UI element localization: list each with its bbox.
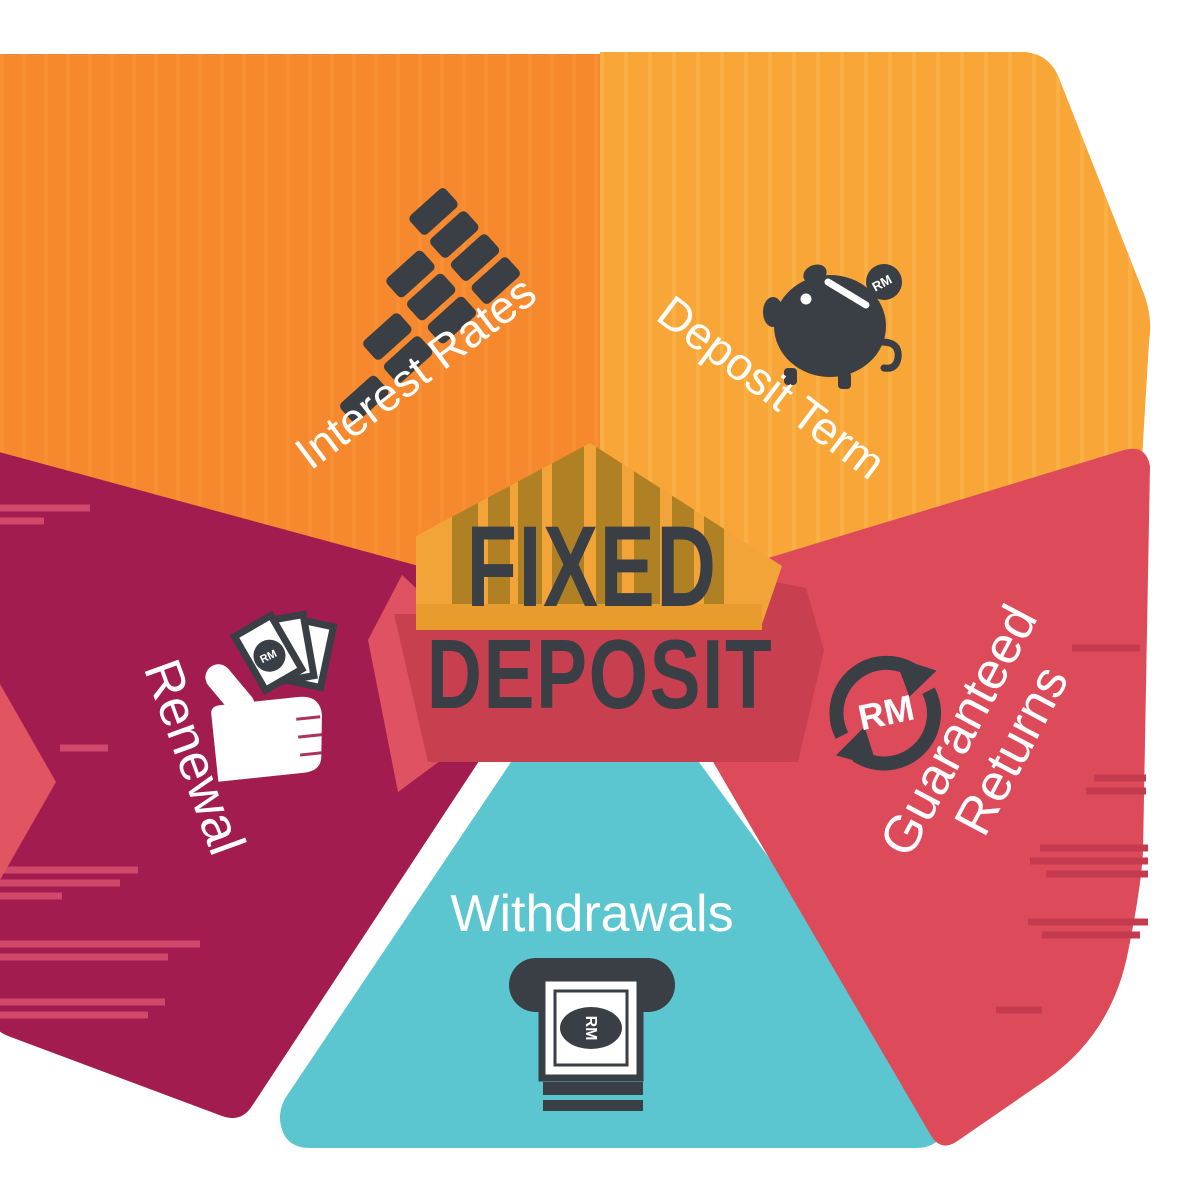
arrow-head-bottom (835, 726, 878, 768)
piggy-rm-badge: RM (866, 264, 902, 300)
bar-chart-icon (340, 188, 520, 423)
piggy-ear (803, 264, 827, 284)
left-edge-red-tip (0, 684, 56, 880)
house-graphic (416, 443, 782, 630)
label-withdrawals: Withdrawals (450, 885, 733, 943)
cash-dispenser-icon: RM (509, 958, 675, 1111)
arrow-head-top (894, 656, 937, 697)
banknote-rm-text: RM (582, 1016, 599, 1041)
red-petal-stripes (996, 644, 1148, 1014)
center-title: FIXED DEPOSIT (427, 503, 773, 729)
title-line-deposit: DEPOSIT (427, 619, 773, 729)
piggy-leg (784, 368, 797, 385)
piggy-coin-slot (824, 278, 870, 309)
palm (211, 696, 322, 782)
piggy-bank-icon: RM (763, 264, 902, 389)
banknote: RM (538, 974, 644, 1082)
title-line-fixed: FIXED (467, 503, 718, 632)
piggy-tail (878, 338, 902, 372)
piggy-snout (763, 297, 783, 327)
thumb-hand (205, 664, 322, 782)
piggy-leg (838, 372, 851, 389)
thumbs-up-cash-icon: RM (205, 610, 338, 782)
petal-renewal (0, 436, 566, 1119)
note-stack-bars (543, 1082, 643, 1111)
circular-arrows-icon: RM (829, 655, 941, 771)
magenta-petal-stripes (0, 504, 200, 1019)
piggy-eye (800, 293, 812, 305)
petal-guaranteed-returns (630, 448, 1150, 1146)
cash-fan: RM (229, 610, 338, 695)
finger-gaps (296, 715, 323, 757)
house-base-strip (416, 604, 762, 630)
